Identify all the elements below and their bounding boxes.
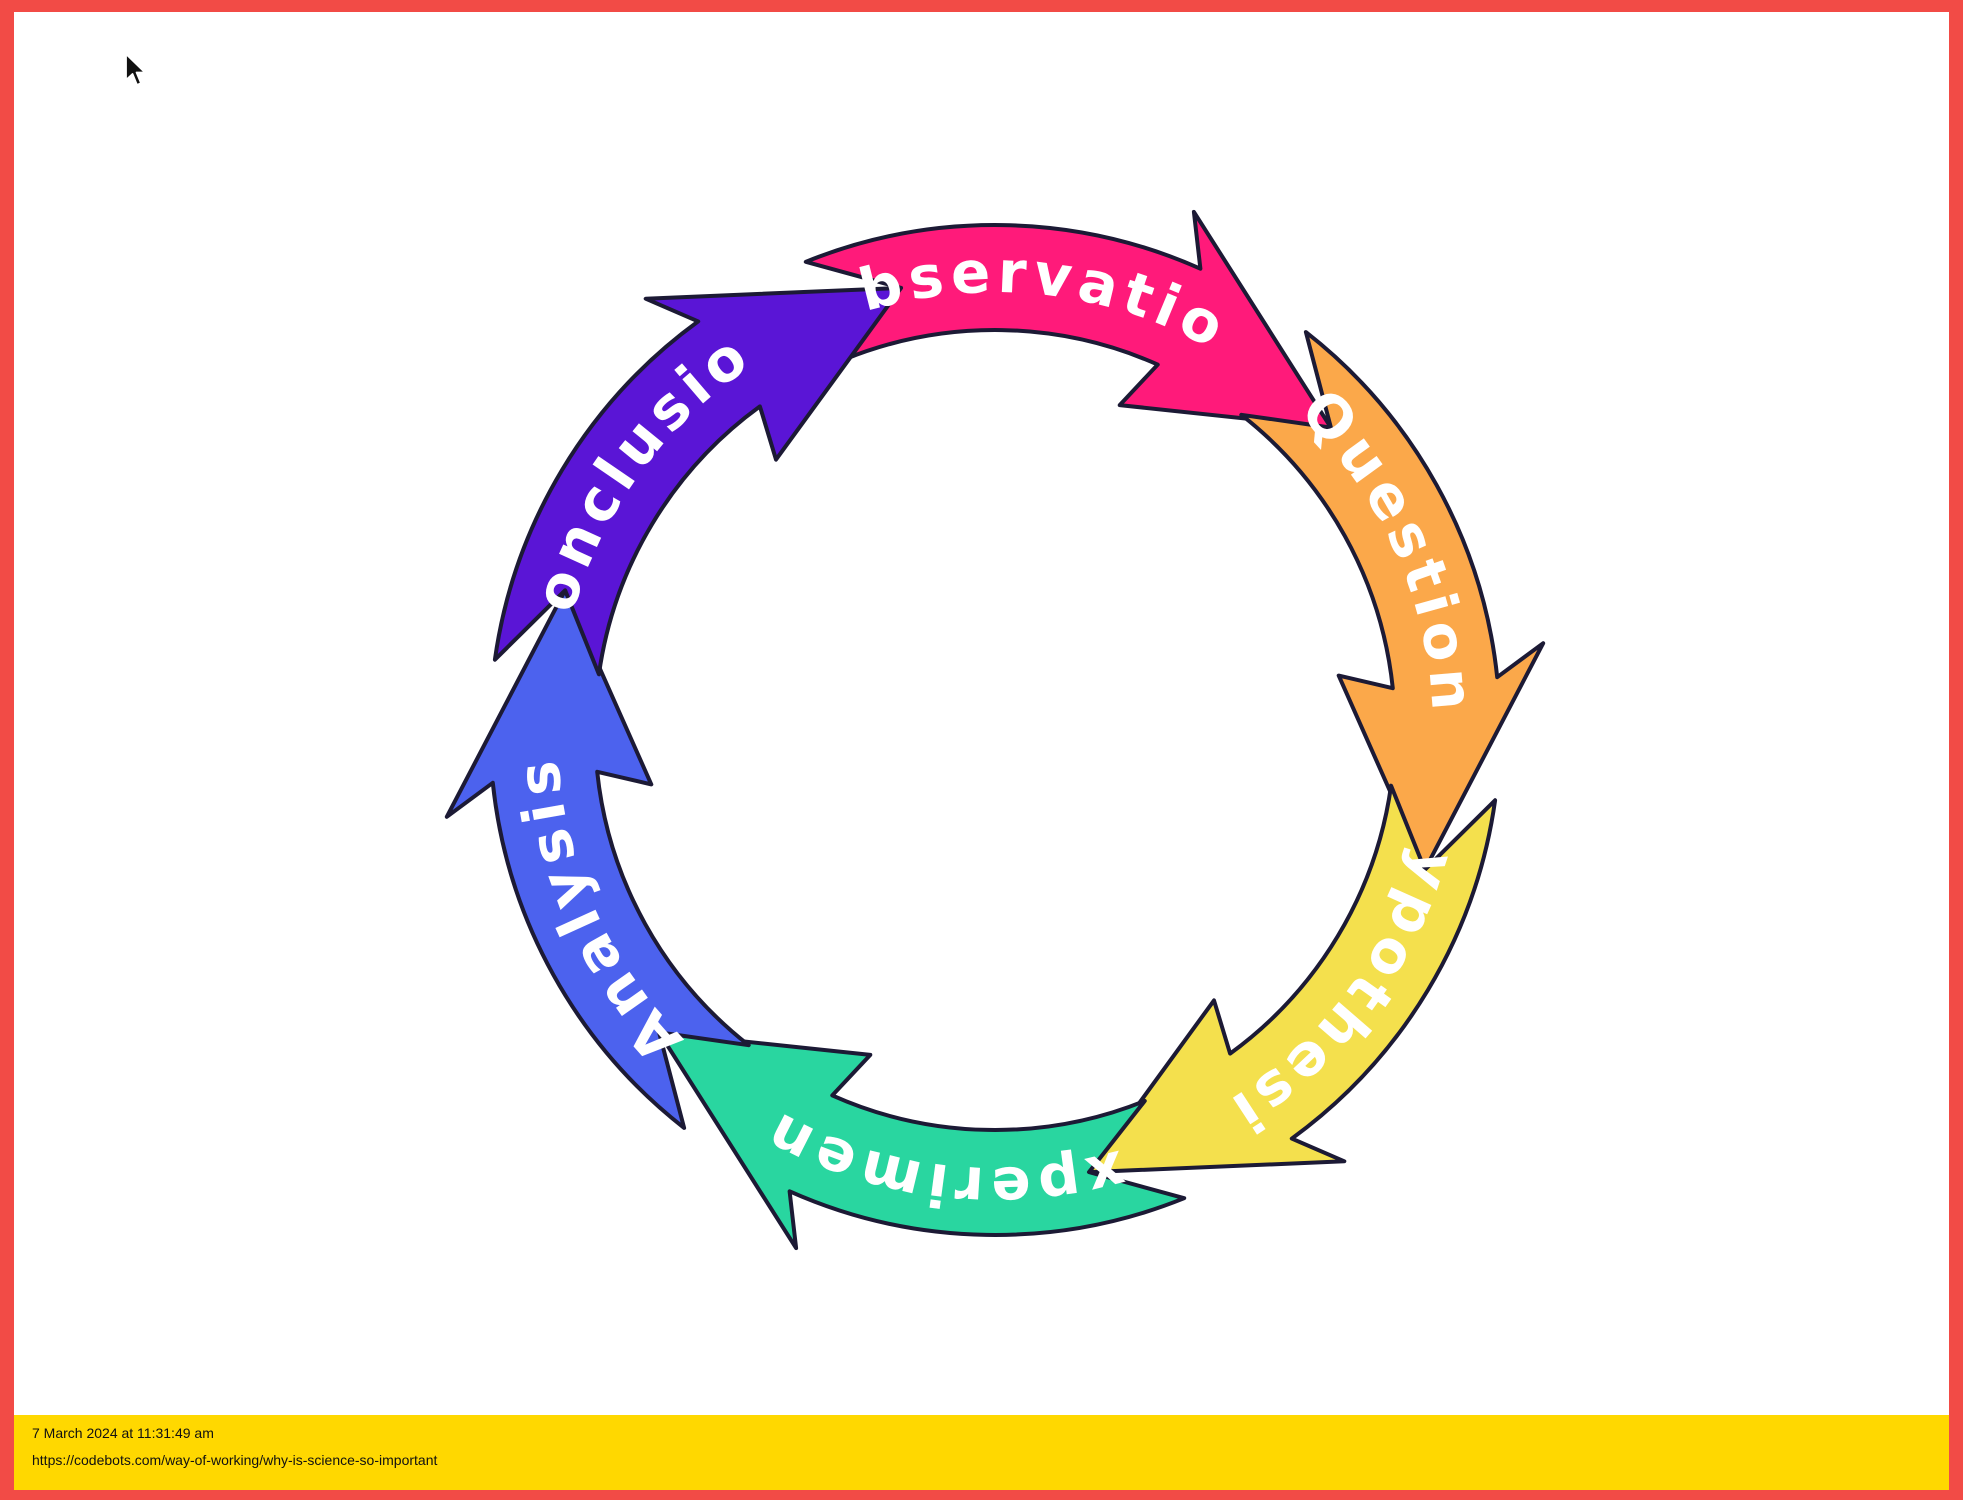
source-url: https://codebots.com/way-of-working/why-… xyxy=(32,1452,438,1468)
cycle-label-hypothesis: Hypothesis xyxy=(14,12,1469,1149)
capture-info-bar: 7 March 2024 at 11:31:49 am https://code… xyxy=(14,1415,1949,1490)
mouse-pointer-icon xyxy=(125,53,146,86)
content-canvas: ObservationQuestionHypothesisExperimentA… xyxy=(14,12,1949,1415)
cycle-arrow-conclusion xyxy=(492,285,903,677)
capture-timestamp: 7 March 2024 at 11:31:49 am xyxy=(32,1425,214,1441)
scientific-method-cycle-diagram: ObservationQuestionHypothesisExperimentA… xyxy=(14,12,1546,1251)
